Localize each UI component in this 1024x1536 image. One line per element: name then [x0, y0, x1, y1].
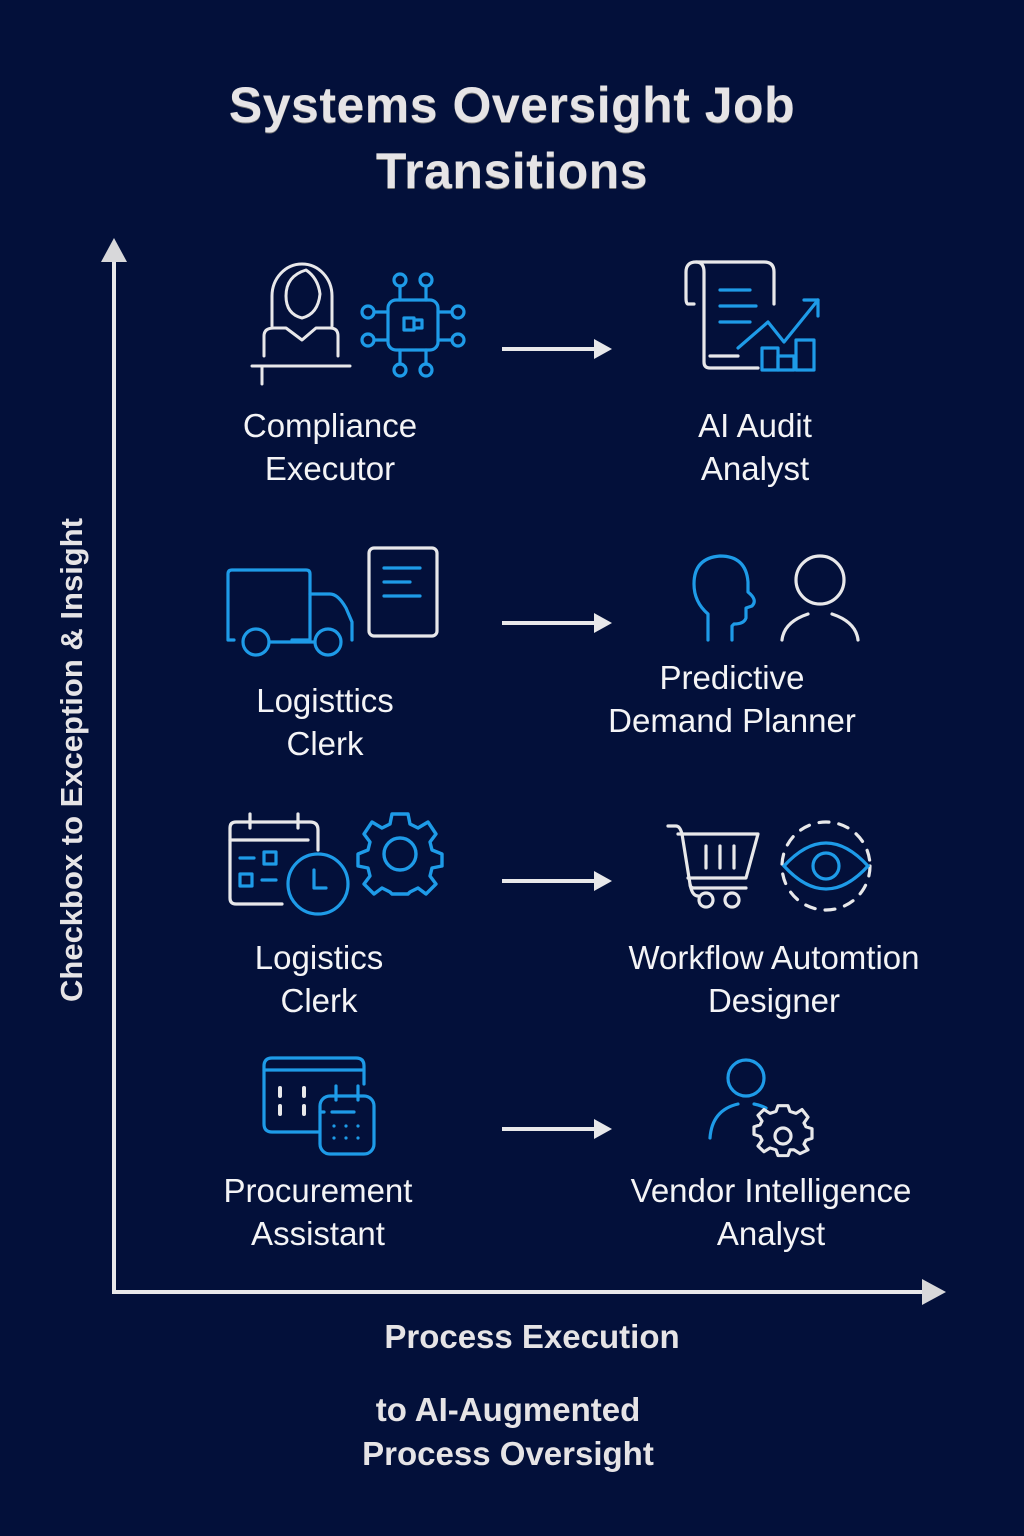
- transition-arrow-3: [502, 871, 612, 891]
- transition-arrow-1: [502, 339, 612, 359]
- from-role-line-1: Procurement: [223, 1172, 413, 1209]
- x-axis-subtitle-line-1: to AI-Augmented: [375, 1391, 641, 1428]
- to-role-label-3: Workflow Automtion Designer: [628, 936, 919, 1022]
- from-role-line-1: Logistics: [254, 939, 384, 976]
- user-icon: [780, 554, 860, 642]
- from-role-line-1: Compliance: [242, 407, 418, 444]
- from-role-label-3: Logistics Clerk: [255, 936, 383, 1022]
- to-role-line-2: Analyst: [700, 450, 810, 487]
- page-title: Systems Oversight Job Transitions: [0, 72, 1024, 204]
- to-role-line-1: Vendor Intelligence: [630, 1172, 912, 1209]
- title-line-2: Transitions: [375, 143, 649, 199]
- gear-icon: [356, 812, 444, 896]
- ai-chip-icon: [360, 272, 466, 378]
- transition-arrow-2: [502, 613, 612, 633]
- to-role-line-2: Demand Planner: [608, 702, 856, 739]
- from-role-line-1: Logisttics: [256, 682, 394, 719]
- x-axis-arrowhead: [922, 1279, 946, 1305]
- x-axis-subtitle: to AI-Augmented Process Oversight: [0, 1388, 1020, 1476]
- to-role-line-2: Analyst: [716, 1215, 826, 1252]
- document-with-chart-icon: [684, 260, 820, 372]
- to-role-label-4: Vendor Intelligence Analyst: [631, 1169, 912, 1255]
- user-gear-icon: [708, 1058, 814, 1158]
- from-role-line-2: Clerk: [280, 982, 358, 1019]
- x-axis-label: Process Execution: [384, 1318, 680, 1355]
- calendar-clock-icon: [228, 812, 350, 916]
- delivery-truck-icon: [226, 568, 354, 657]
- from-role-label-1: Compliance Executor: [243, 404, 417, 490]
- y-axis-arrowhead: [101, 238, 127, 262]
- document-icon: [367, 546, 439, 638]
- head-profile-icon: [692, 554, 756, 642]
- from-role-line-2: Assistant: [251, 1215, 385, 1252]
- to-role-line-1: Workflow Automtion: [628, 939, 920, 976]
- to-role-label-2: Predictive Demand Planner: [608, 656, 856, 742]
- person-at-desk-icon: [250, 262, 352, 386]
- from-role-line-2: Executor: [264, 450, 396, 487]
- to-role-line-1: AI Audit: [698, 407, 812, 444]
- to-role-line-1: Predictive: [659, 659, 805, 696]
- transition-arrow-4: [502, 1119, 612, 1139]
- eye-monitor-icon: [780, 820, 872, 912]
- y-axis-label: Checkbox to Exception & Insight: [54, 518, 89, 1002]
- schedule-calendar-icon: [262, 1056, 376, 1156]
- to-role-label-1: AI Audit Analyst: [698, 404, 812, 490]
- shopping-cart-icon: [666, 824, 760, 909]
- to-role-line-2: Designer: [707, 982, 841, 1019]
- title-line-1: Systems Oversight Job: [228, 77, 796, 133]
- from-role-line-2: Clerk: [286, 725, 364, 762]
- from-role-label-2: Logisttics Clerk: [256, 679, 394, 765]
- x-axis-subtitle-line-2: Process Oversight: [362, 1435, 654, 1472]
- from-role-label-4: Procurement Assistant: [224, 1169, 413, 1255]
